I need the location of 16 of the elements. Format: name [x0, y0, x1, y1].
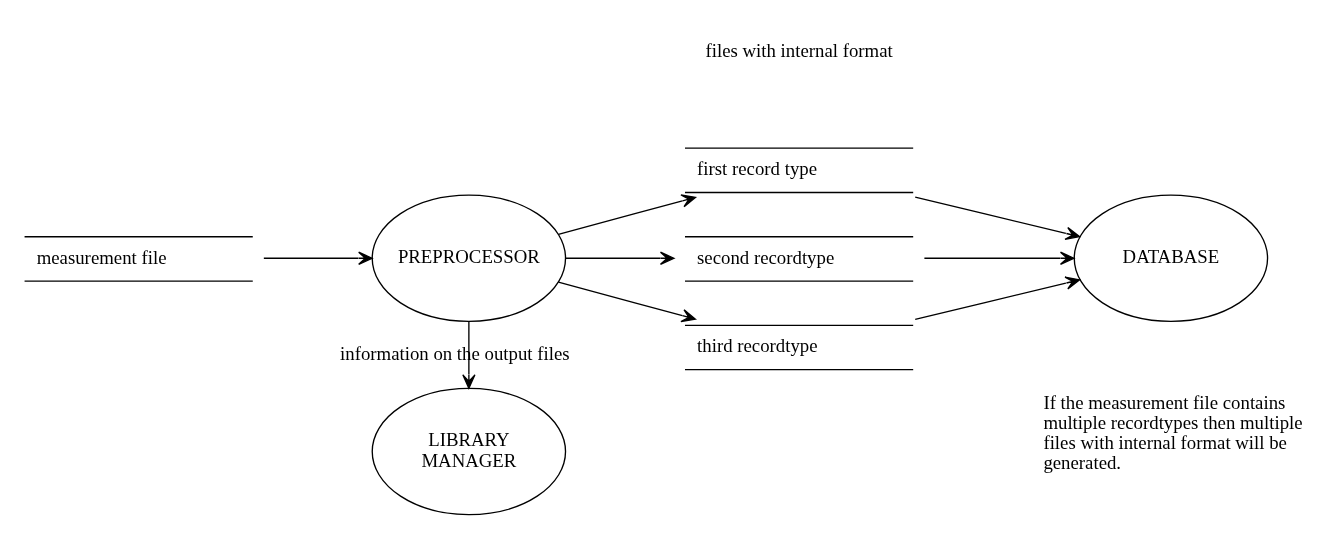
label: files with internal format: [705, 39, 893, 61]
label: If the measurement file contains multiple recordtypes then multiple files with internal format will be generated.: [1043, 391, 1303, 474]
arrow: [557, 194, 697, 236]
arrow: [923, 251, 1075, 265]
node-ellipse: LIBRARY MANAGER: [371, 387, 567, 516]
node-text: first record type: [697, 158, 818, 180]
node-ellipse: DATABASE: [1073, 194, 1269, 322]
arrow: [914, 196, 1081, 241]
node-ellipse: PREPROCESSOR: [371, 194, 567, 322]
arrow: [565, 251, 675, 265]
arrow: [263, 251, 373, 265]
node-text: second recordtype: [697, 246, 835, 268]
arrow: [557, 281, 697, 323]
node-text: third recordtype: [697, 335, 818, 357]
arrow: [914, 276, 1081, 320]
node-text: measurement file: [36, 246, 167, 268]
